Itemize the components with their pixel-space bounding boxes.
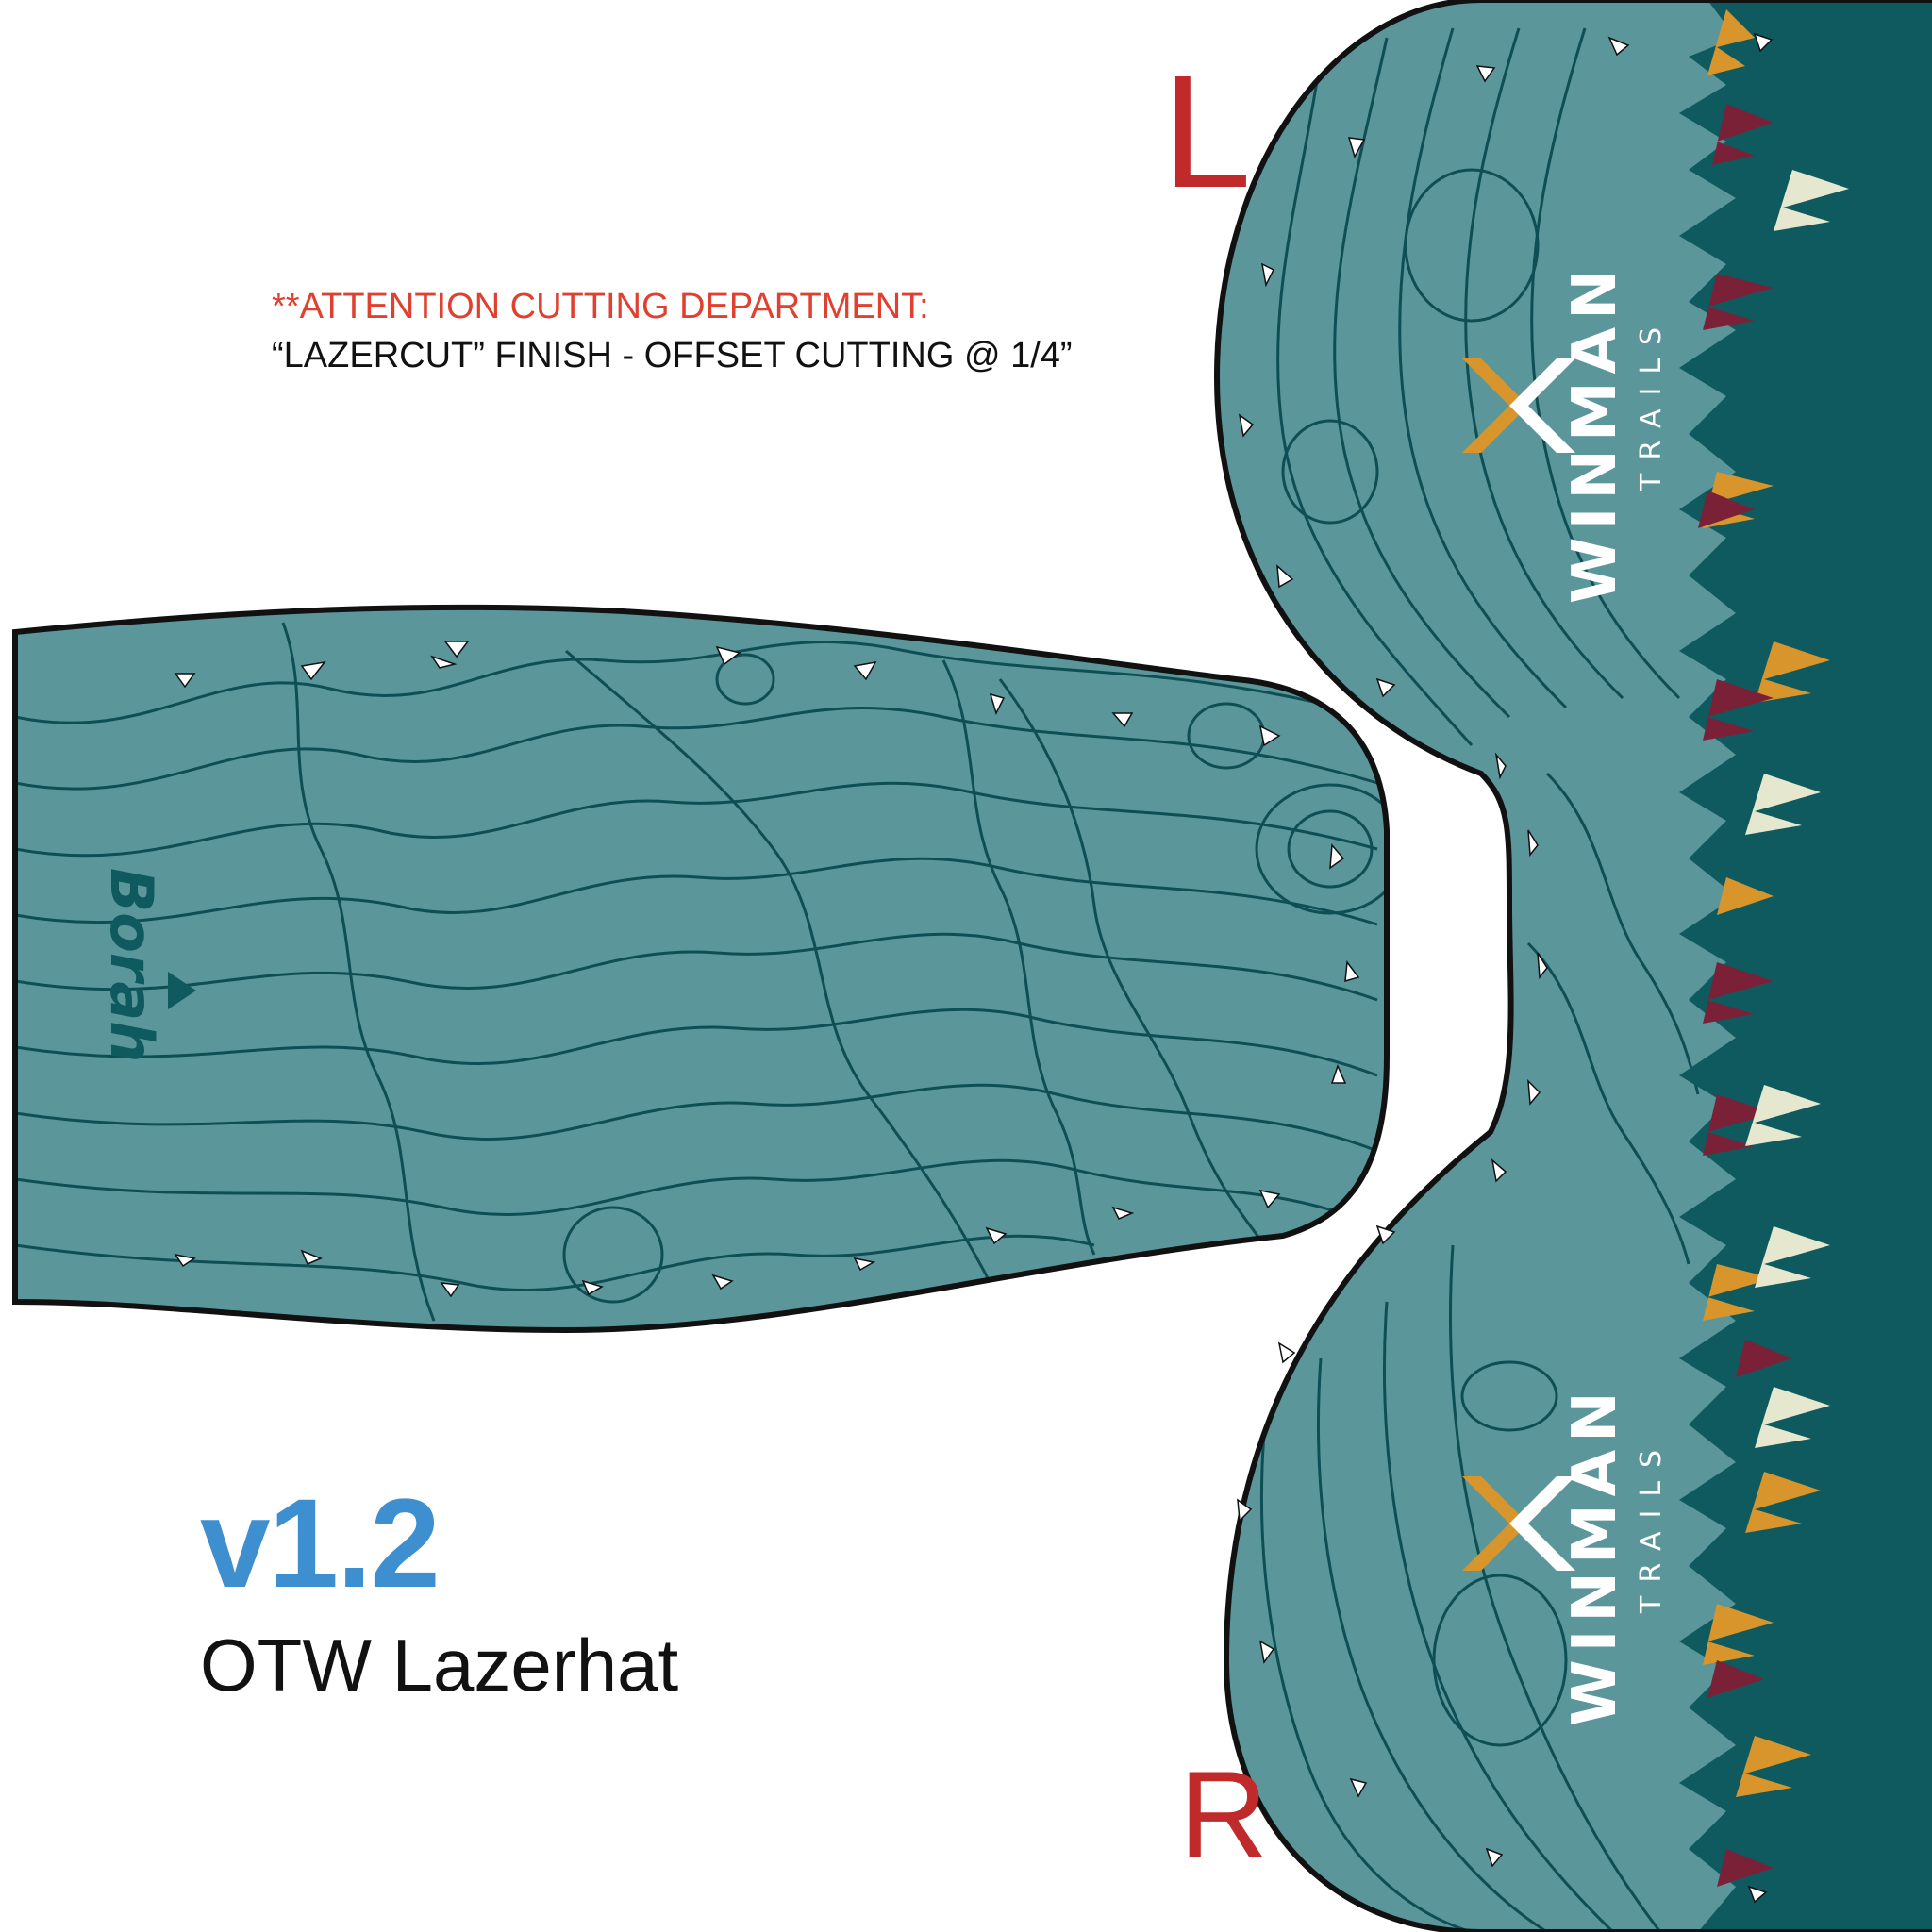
mountain-icon xyxy=(168,972,196,1009)
cutting-notice-heading: **ATTENTION CUTTING DEPARTMENT: xyxy=(272,287,929,326)
cutting-notice-instruction: “LAZERCUT” FINISH - OFFSET CUTTING @ 1/4… xyxy=(272,336,1073,375)
panel-mark-left: L xyxy=(1162,42,1252,222)
ear-topo-contours xyxy=(1259,27,1700,1932)
winman-mark-icon xyxy=(1462,1476,1575,1571)
winman-logo-top: WINMAN TRAILS xyxy=(1462,261,1668,604)
borah-logo-text: Borah xyxy=(97,868,166,1062)
borah-logo: Borah xyxy=(97,868,196,1062)
tree-accents xyxy=(1698,9,1849,1887)
winman-wordmark-top: WINMAN xyxy=(1560,261,1630,604)
trails-wordmark-top: TRAILS xyxy=(1635,314,1668,491)
crown-panel-outline xyxy=(12,604,1390,1334)
version-label: v1.2 xyxy=(200,1474,441,1614)
trails-wordmark-bottom: TRAILS xyxy=(1635,1437,1668,1614)
crown-panel-fill xyxy=(15,607,1387,1330)
winman-mark-icon xyxy=(1462,358,1575,453)
ear-panel: WINMAN TRAILS WINMAN TRAILS xyxy=(1217,0,1932,1932)
ear-panel-outline xyxy=(1213,0,1932,1932)
winman-wordmark-bottom: WINMAN xyxy=(1560,1384,1630,1726)
forest-band xyxy=(1679,0,1932,1932)
product-name: OTW Lazerhat xyxy=(200,1624,679,1707)
crown-topo-contours xyxy=(15,622,1387,1322)
crown-panel: Borah xyxy=(15,607,1387,1330)
panel-mark-right: R xyxy=(1179,1745,1268,1883)
notch-markers xyxy=(174,32,1774,1904)
winman-logo-bottom: WINMAN TRAILS xyxy=(1462,1384,1668,1726)
